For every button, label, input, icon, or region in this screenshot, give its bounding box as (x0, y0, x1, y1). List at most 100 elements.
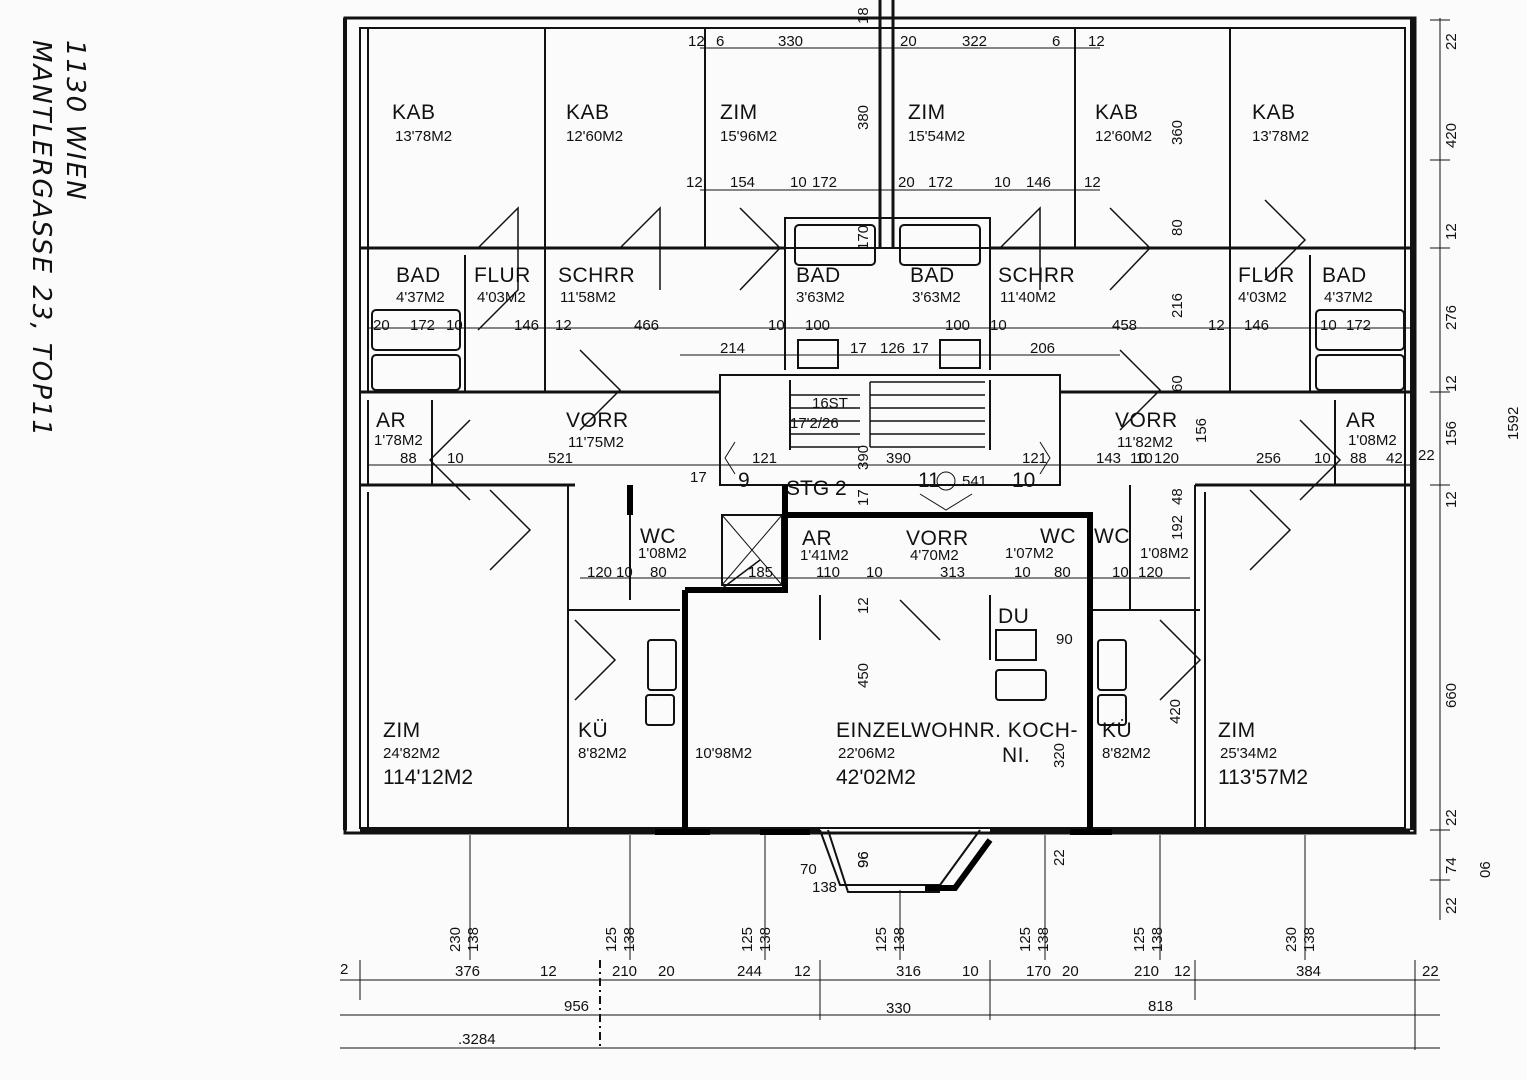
dimension-label: 120 (1138, 564, 1164, 581)
apartment-total-area: 113'57M2 (1218, 766, 1309, 789)
room-name: KAB (1095, 101, 1139, 124)
dimension-label: 74 (1443, 857, 1460, 874)
room-name: AR (376, 409, 407, 432)
room-name: BAD (1322, 264, 1367, 287)
dimension-label: 138 (891, 926, 908, 952)
dimension-label: 125 (873, 926, 890, 952)
dimension-label: 170 (855, 224, 872, 250)
room-area: 4'03M2 (1238, 289, 1287, 306)
dimension-label: 6 (716, 33, 725, 50)
dimension-label: 206 (1030, 340, 1056, 357)
dimension-label: 1592 (1505, 406, 1522, 440)
room-area: 3'63M2 (796, 289, 845, 306)
dimension-label: 12 (1088, 33, 1105, 50)
dimension-label: 210 (1134, 963, 1160, 980)
dimension-label: 146 (514, 317, 540, 334)
dimension-label: 22 (1443, 809, 1460, 826)
dimension-label: 10 (790, 174, 807, 191)
dimension-label: 10 (616, 564, 633, 581)
room-area: 4'37M2 (396, 289, 445, 306)
room-area: 4'70M2 (910, 547, 959, 564)
room-area: 1'78M2 (374, 432, 423, 449)
room-area: 11'75M2 (568, 434, 624, 451)
room-name: ZIM (1218, 719, 1256, 742)
room-name: SCHRR (558, 264, 636, 287)
apartment-total-area: 42'02M2 (836, 766, 916, 789)
dimension-label: 18 (855, 7, 872, 24)
room-area: 4'03M2 (477, 289, 526, 306)
dimension-label: 12 (1443, 223, 1460, 240)
room-name: FLUR (1238, 264, 1295, 287)
dimension-label: 125 (1131, 926, 1148, 952)
dimension-label: 121 (752, 450, 778, 467)
dimension-label: 10 (1136, 450, 1153, 467)
dimension-label: 12 (1174, 963, 1191, 980)
room-name: SCHRR (998, 264, 1076, 287)
room-name: KAB (392, 101, 436, 124)
room-name: BAD (396, 264, 441, 287)
room-area: 12'60M2 (1095, 128, 1153, 145)
dimension-label: 17 (690, 469, 707, 486)
dimension-label: 420 (1443, 122, 1460, 148)
dimension-label: 10 (1112, 564, 1129, 581)
dimension-label: 192 (1169, 514, 1186, 540)
dimension-label: 244 (737, 963, 763, 980)
dimension-label: 185 (748, 564, 774, 581)
stair-step-size: 17'2/26 (790, 415, 839, 432)
dimension-label: 17 (850, 340, 867, 357)
room-area: 11'58M2 (560, 289, 616, 306)
dimension-label: 20 (900, 33, 917, 50)
room-name: BAD (796, 264, 841, 287)
room-area: 15'54M2 (908, 128, 966, 145)
dimension-label: 22 (1418, 447, 1435, 464)
dimension-label: 138 (465, 926, 482, 952)
dimension-label: 125 (739, 926, 756, 952)
room-name: ZIM (383, 719, 421, 742)
handwritten-address-city: 1130 WIEN (60, 40, 90, 202)
dimension-label: 380 (855, 104, 872, 130)
dimension-label: 12 (555, 317, 572, 334)
dimension-label: 110 (816, 564, 840, 581)
room-area: 11'40M2 (1000, 289, 1056, 306)
dimension-label: 230 (1283, 926, 1300, 952)
dimension-label: 956 (564, 998, 590, 1015)
room-area: 1'08M2 (638, 545, 687, 562)
room-name: AR (1346, 409, 1377, 432)
dimension-label: 22 (1443, 33, 1460, 50)
room-area: 25'34M2 (1220, 745, 1278, 762)
dimension-label: 17 (912, 340, 929, 357)
dimension-label: 390 (855, 444, 872, 470)
dimension-label: 230 (447, 926, 464, 952)
dimension-label: 172 (410, 317, 436, 334)
room-name: KÜ (1102, 719, 1133, 742)
dimension-label: 20 (373, 317, 390, 334)
room-area: 13'78M2 (1252, 128, 1310, 145)
dimension-label: 80 (650, 564, 667, 581)
dimension-label: 100 (945, 317, 971, 334)
room-name: ZIM (908, 101, 946, 124)
dimension-label: 12 (1208, 317, 1225, 334)
room-name: BAD (910, 264, 955, 287)
room-area: 4'37M2 (1324, 289, 1373, 306)
dimension-label: 420 (1167, 698, 1184, 724)
dimension-label: 80 (1054, 564, 1071, 581)
room-name: AR (802, 527, 833, 550)
dimension-label: 10 (1014, 564, 1031, 581)
dimension-label: 120 (1154, 450, 1180, 467)
dimension-label: 12 (794, 963, 811, 980)
dimension-label: 70 (800, 861, 817, 878)
door-number-left: 9 (738, 469, 750, 492)
room-area: 12'60M2 (566, 128, 624, 145)
dimension-label: 10 (768, 317, 785, 334)
room-name: WC (640, 525, 676, 548)
dimension-label: 390 (886, 450, 912, 467)
room-area: 13'78M2 (395, 128, 453, 145)
dimension-label: 450 (855, 662, 872, 688)
dimension-label: 125 (603, 926, 620, 952)
room-name: KAB (566, 101, 610, 124)
dimension-label: 10 (1320, 317, 1337, 334)
dimension-label: 10 (446, 317, 463, 334)
dimension-label: 06 (1477, 861, 1494, 878)
dimension-label: 22 (1051, 849, 1068, 866)
